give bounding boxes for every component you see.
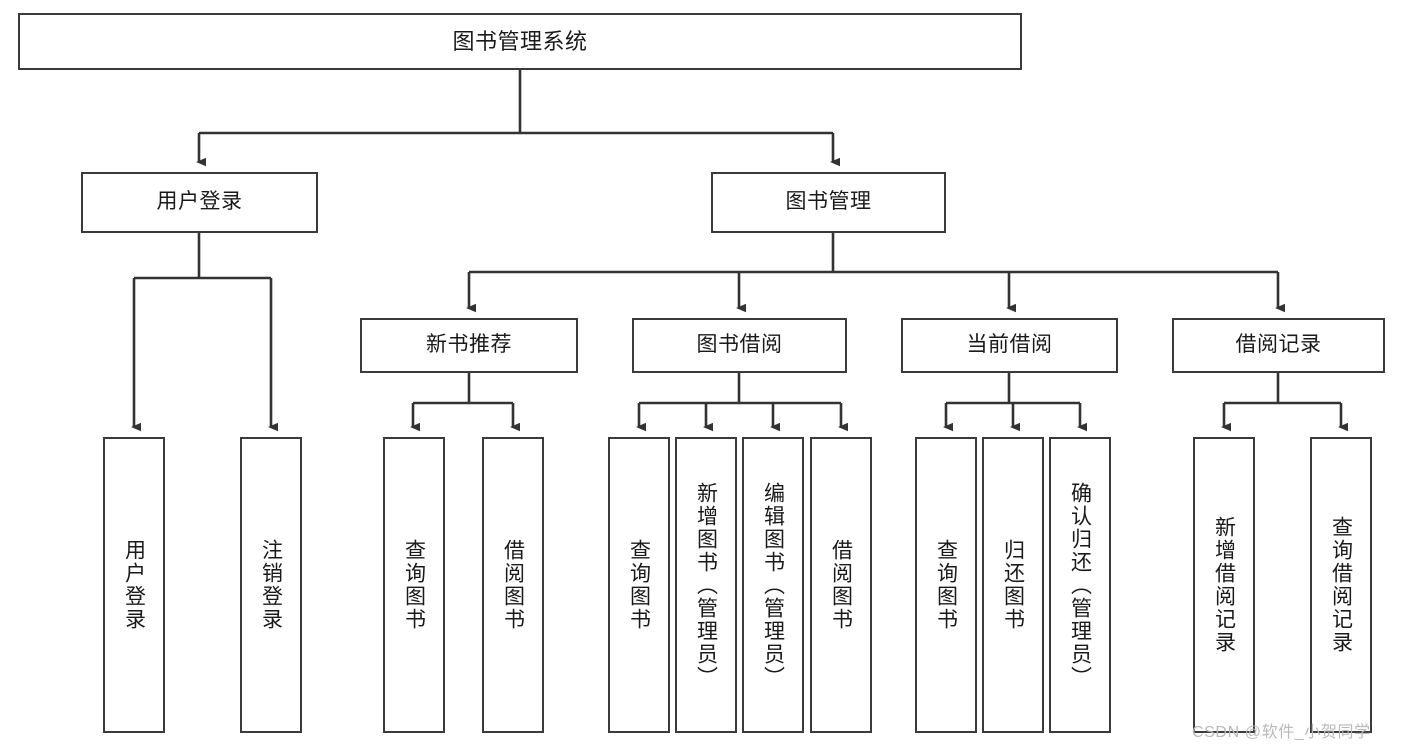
node-label: 查询图书 — [402, 539, 426, 631]
leaf-new-book-borrow-book[interactable]: 借阅图书 — [482, 437, 544, 733]
leaf-book-borrow-query-book[interactable]: 查询图书 — [608, 437, 670, 733]
node-label: 当前借阅 — [966, 333, 1053, 357]
node-label: 借阅记录 — [1235, 333, 1322, 357]
leaf-user-login-login[interactable]: 用户登录 — [103, 437, 165, 733]
node-current-borrow[interactable]: 当前借阅 — [901, 318, 1118, 373]
leaf-book-borrow-add-book-admin[interactable]: 新增图书（管理员） — [675, 437, 737, 733]
node-label: 归还图书 — [1001, 539, 1025, 631]
node-label: 借阅图书 — [829, 539, 853, 631]
leaf-book-borrow-borrow-book[interactable]: 借阅图书 — [810, 437, 872, 733]
leaf-current-borrow-confirm-return-admin[interactable]: 确认归还（管理员） — [1049, 437, 1111, 733]
leaf-current-borrow-query-book[interactable]: 查询图书 — [915, 437, 977, 733]
node-label: 编辑图书（管理员） — [761, 481, 785, 689]
node-label: 图书借阅 — [696, 333, 783, 357]
node-label: 查询图书 — [627, 539, 651, 631]
node-borrow-record[interactable]: 借阅记录 — [1172, 318, 1385, 373]
node-book-borrow[interactable]: 图书借阅 — [632, 318, 847, 373]
node-label: 借阅图书 — [501, 539, 525, 631]
node-label: 用户登录 — [156, 190, 243, 214]
node-book-management[interactable]: 图书管理 — [711, 172, 946, 233]
leaf-borrow-record-add-record[interactable]: 新增借阅记录 — [1193, 437, 1255, 733]
node-label: 用户登录 — [122, 539, 146, 631]
node-user-login[interactable]: 用户登录 — [81, 172, 318, 233]
node-label: 图书管理系统 — [452, 28, 588, 54]
node-label: 新增图书（管理员） — [694, 481, 718, 689]
leaf-book-borrow-edit-book-admin[interactable]: 编辑图书（管理员） — [742, 437, 804, 733]
node-label: 确认归还（管理员） — [1068, 481, 1092, 689]
node-label: 新书推荐 — [426, 333, 512, 357]
leaf-current-borrow-return-book[interactable]: 归还图书 — [982, 437, 1044, 733]
leaf-user-login-logout[interactable]: 注销登录 — [240, 437, 302, 733]
node-label: 图书管理 — [785, 190, 872, 214]
node-label: 查询借阅记录 — [1329, 516, 1353, 654]
node-label: 注销登录 — [259, 539, 283, 631]
node-root-book-management-system[interactable]: 图书管理系统 — [18, 13, 1022, 70]
leaf-new-book-query-book[interactable]: 查询图书 — [383, 437, 445, 733]
node-label: 新增借阅记录 — [1212, 516, 1236, 654]
node-label: 查询图书 — [934, 539, 958, 631]
node-new-book-recommend[interactable]: 新书推荐 — [360, 318, 578, 373]
leaf-borrow-record-query-record[interactable]: 查询借阅记录 — [1310, 437, 1372, 733]
csdn-watermark: CSDN @软件_小贺同学 — [1192, 724, 1371, 741]
